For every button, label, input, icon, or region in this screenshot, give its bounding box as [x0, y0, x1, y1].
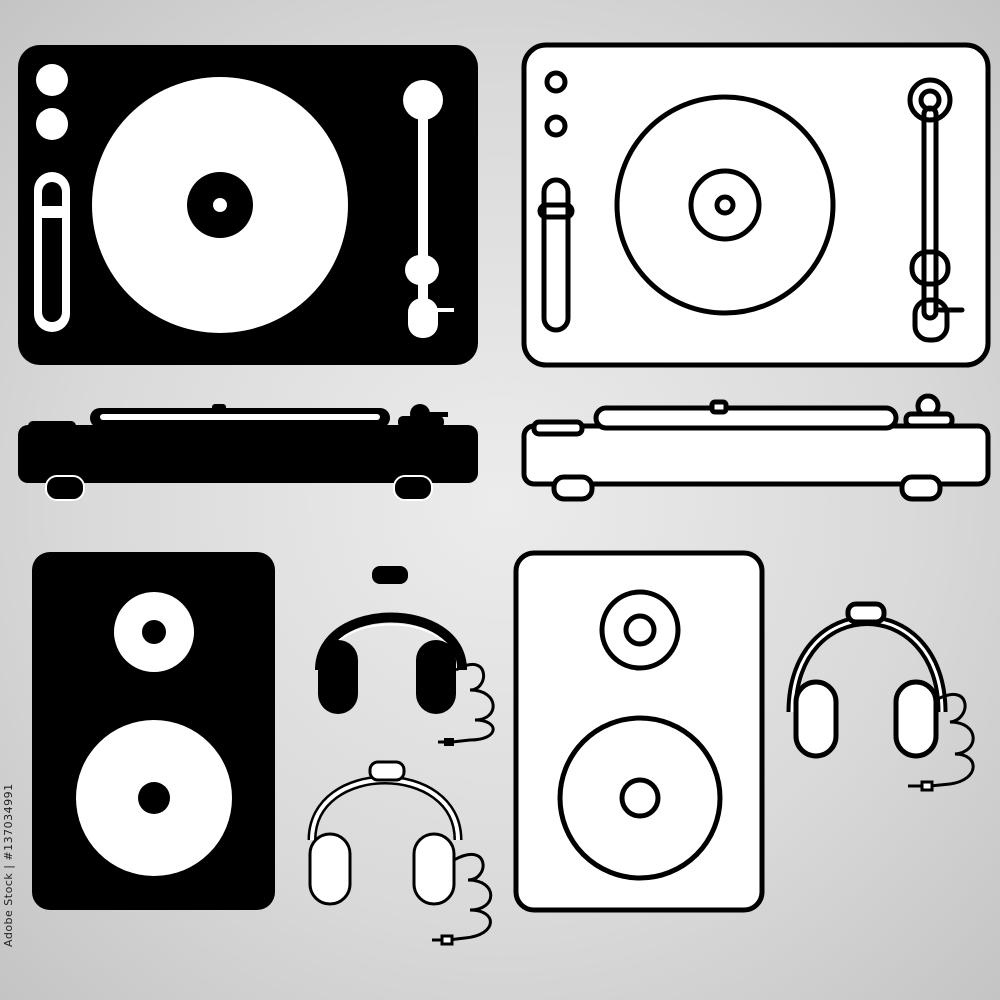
- turntable-side-solid-icon: [18, 404, 478, 501]
- speaker-outline-icon: [513, 550, 765, 913]
- headphones-outline-bold-icon: [786, 601, 975, 792]
- headphones-outline-icon: [307, 760, 493, 946]
- turntable-side-outline-icon: [521, 393, 991, 502]
- turntable-top-solid-icon: [18, 45, 478, 365]
- stock-image-id: Adobe Stock | #137034991: [2, 783, 15, 947]
- speaker-solid-icon: [32, 552, 275, 910]
- headphones-solid-icon: [315, 566, 495, 746]
- turntable-top-outline-icon: [521, 42, 991, 368]
